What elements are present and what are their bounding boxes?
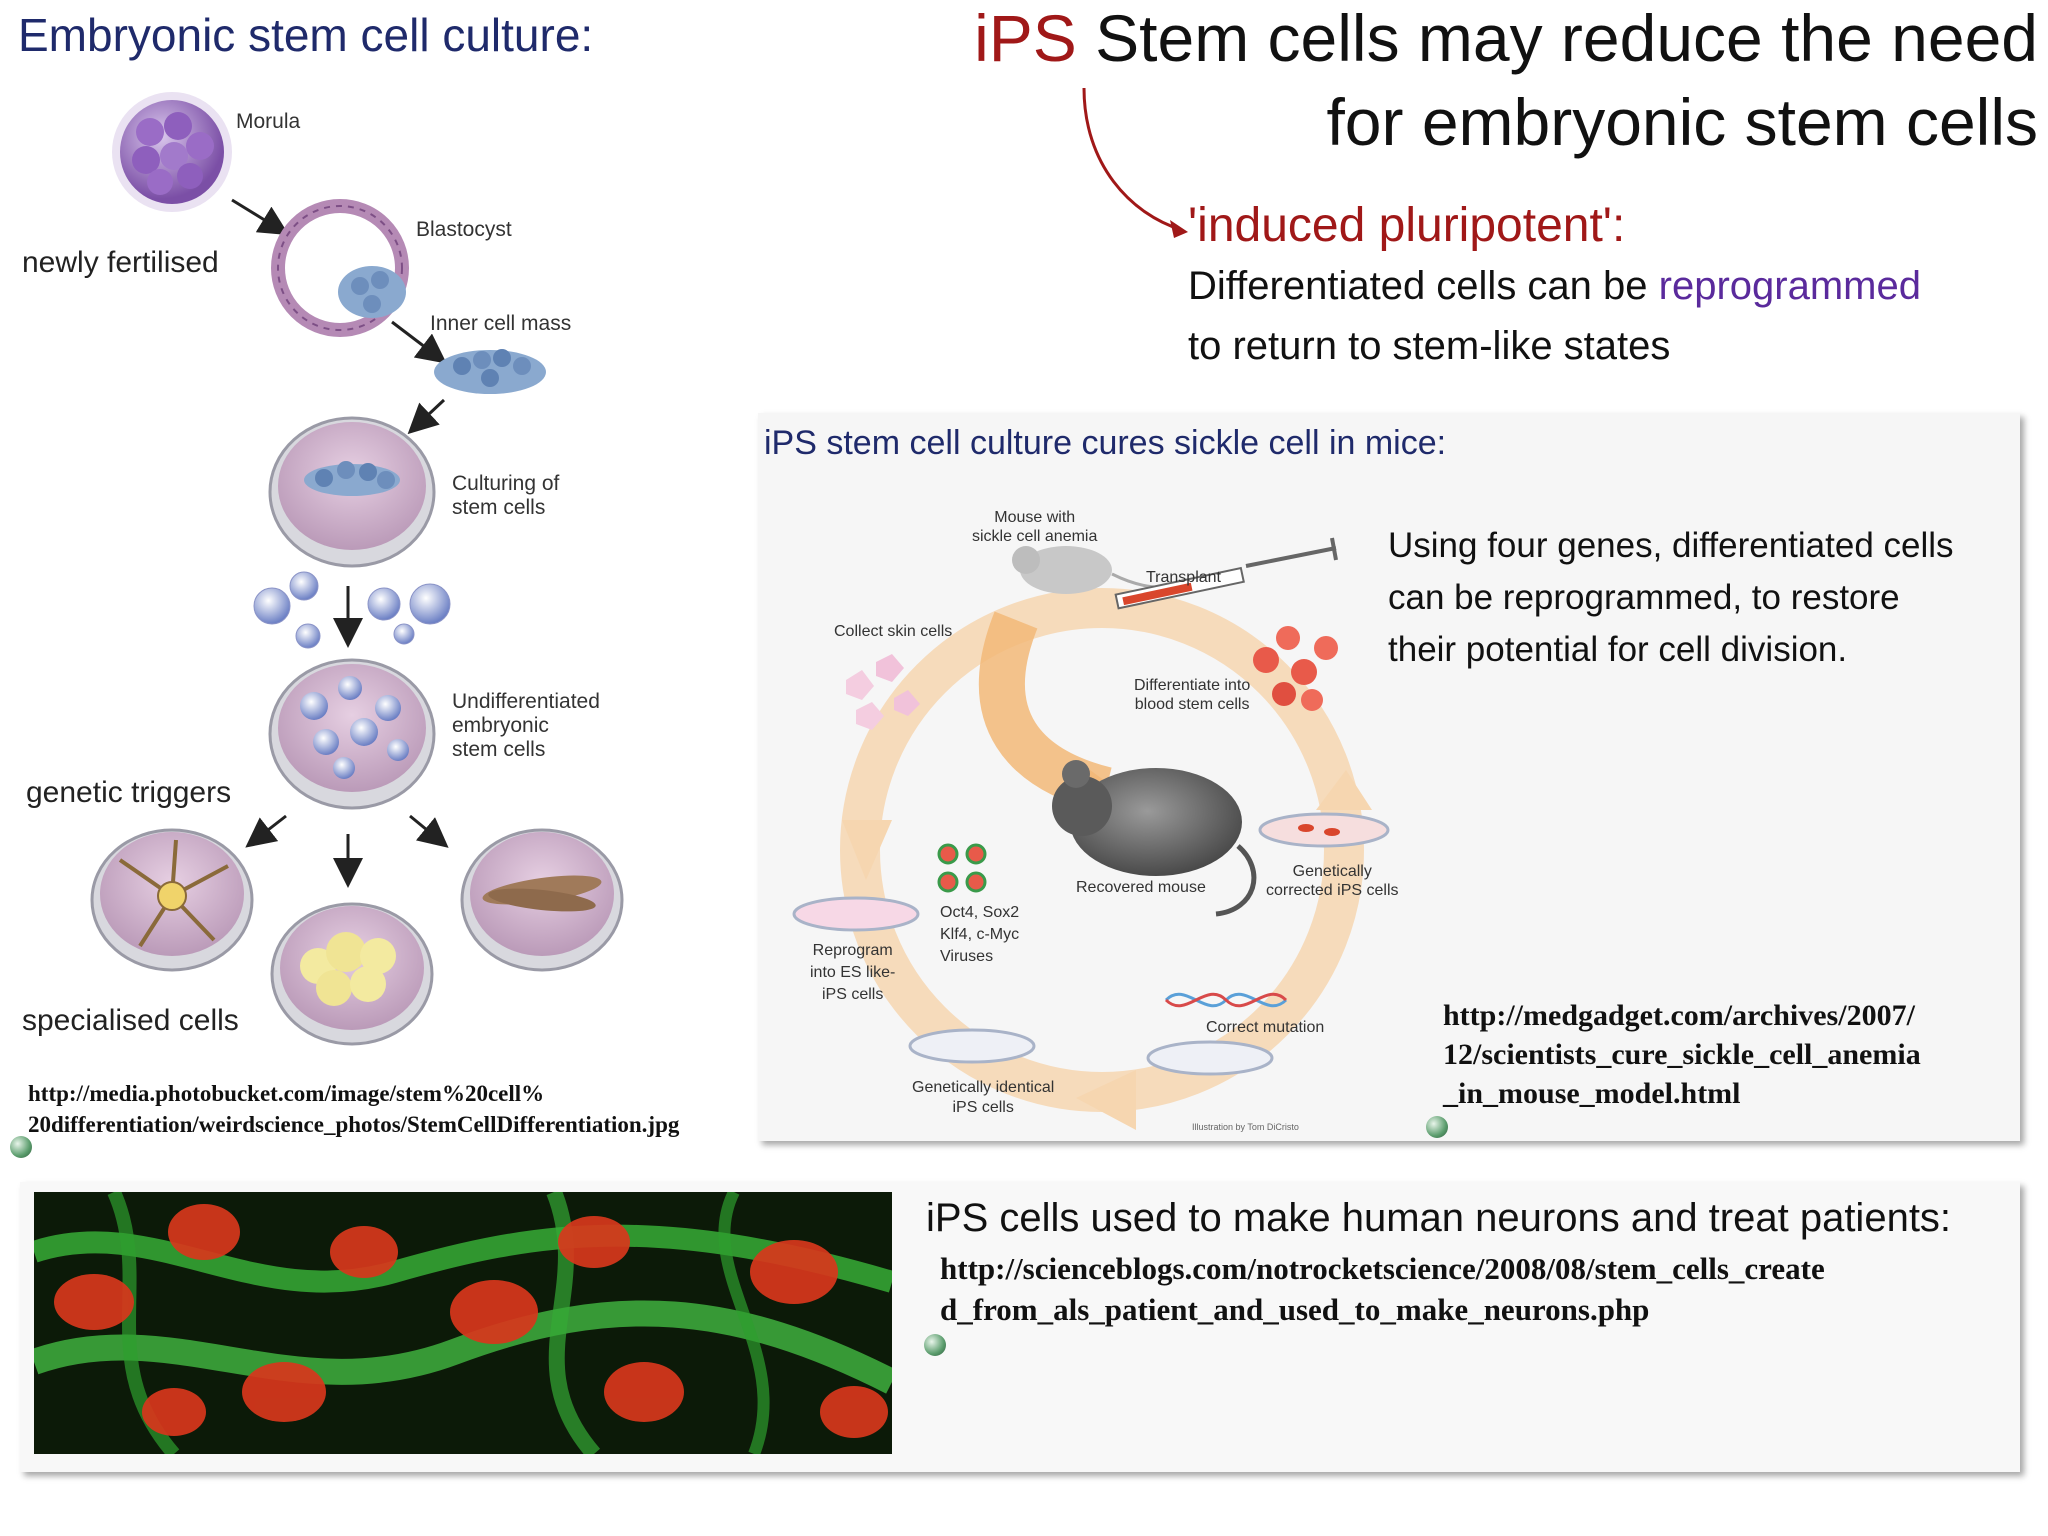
left-source-url[interactable]: http://media.photobucket.com/image/stem%… [28, 1078, 679, 1140]
morula-icon [112, 92, 232, 212]
title-ips: iPS [974, 1, 1077, 75]
differentiate-label: Differentiate into blood stem cells [1134, 676, 1250, 714]
sickle-cell-panel-title: iPS stem cell culture cures sickle cell … [764, 424, 1447, 462]
undifferentiated-label-line-1: Undifferentiated [452, 690, 600, 713]
neurons-panel-title: iPS cells used to make human neurons and… [926, 1196, 1952, 1240]
blood-stem-cells-icon [1253, 626, 1338, 711]
panel-text-line-1: Using four genes, differentiated cells [1388, 526, 1954, 565]
skin-cells-icon [846, 654, 920, 730]
definition-highlight: reprogrammed [1658, 264, 1921, 308]
stem-cell-differentiation-diagram [90, 92, 624, 1046]
definition-line-2: to return to stem-like states [1188, 324, 1671, 368]
free-stem-cells-icon [253, 571, 451, 649]
corrected-ips-label-line-1: Genetically [1292, 863, 1372, 880]
curved-arrow-icon [1082, 87, 1188, 238]
fat-cells-dish-icon [270, 902, 434, 1046]
medgadget-url-line-2[interactable]: 12/scientists_cure_sickle_cell_anemia [1443, 1038, 1921, 1071]
mutation-dish-icon [1146, 1040, 1274, 1076]
corrected-ips-label-line-2: corrected iPS cells [1266, 882, 1399, 899]
collect-skin-label: Collect skin cells [834, 623, 953, 640]
reprogram-label-line-3: iPS cells [822, 986, 884, 1003]
blastocyst-label: Blastocyst [416, 218, 512, 241]
corrected-ips-label: Genetically corrected iPS cells [1266, 862, 1399, 900]
sick-mouse-icon [1012, 546, 1187, 594]
panel-text-line-3: their potential for cell division. [1388, 630, 1848, 669]
medgadget-url-line-1[interactable]: http://medgadget.com/archives/2007/ [1443, 999, 1915, 1032]
definition-line-1-text: Differentiated cells can be [1188, 264, 1659, 308]
recovered-mouse-label: Recovered mouse [1076, 879, 1206, 896]
link-globe-icon[interactable] [924, 1334, 946, 1356]
genes-label-line-1: Oct4, Sox2 [940, 904, 1020, 921]
scienceblogs-url[interactable]: http://scienceblogs.com/notrocketscience… [940, 1248, 1825, 1330]
blastocyst-icon [271, 199, 409, 337]
genes-label-line-3: Viruses [940, 948, 994, 965]
identical-cells-label-line-1: Genetically identical [912, 1079, 1055, 1096]
culture-dish-icon [268, 416, 436, 568]
identical-cells-label-line-2: iPS cells [952, 1099, 1014, 1116]
sickle-cell-panel [758, 413, 2020, 1141]
neuron-dish-icon [90, 828, 254, 972]
medgadget-url[interactable]: http://medgadget.com/archives/2007/12/sc… [1443, 996, 1921, 1113]
reprogram-dish-icon [792, 896, 920, 932]
link-globe-icon[interactable] [10, 1136, 32, 1158]
genes-label-line-2: Klf4, c-Myc [940, 926, 1020, 943]
left-source-url-line-1[interactable]: http://media.photobucket.com/image/stem%… [28, 1081, 545, 1106]
neurons-micrograph [34, 1192, 892, 1454]
panel-text-line-2: can be reprogrammed, to restore [1388, 578, 1900, 617]
culturing-label-line-1: Culturing of [452, 472, 560, 495]
morula-label: Morula [236, 110, 301, 133]
specialised-cells-label: specialised cells [22, 1004, 239, 1037]
title-line-1: iPS Stem cells may reduce the need [974, 0, 2038, 76]
correct-mutation-label: Correct mutation [1206, 1019, 1325, 1036]
muscle-cells-dish-icon [460, 828, 624, 972]
inner-cell-mass-icon [434, 349, 546, 394]
title-line-2: for embryonic stem cells [1326, 85, 2038, 159]
differentiate-label-line-2: blood stem cells [1134, 696, 1250, 713]
mouse-sickle-label-line-1: Mouse with [994, 509, 1076, 526]
mouse-sickle-label: Mouse with sickle cell anemia [972, 508, 1097, 546]
reprogram-label: Reprogram into ES like-iPS cells [810, 940, 895, 1006]
title-rest: Stem cells may reduce the need [1076, 1, 2038, 75]
recovered-mouse-icon [1052, 760, 1257, 917]
definition-line-1: Differentiated cells can be reprogrammed [1188, 264, 1921, 309]
left-heading: Embryonic stem cell culture: [18, 9, 594, 61]
transplant-label: Transplant [1146, 569, 1221, 586]
culturing-label-line-2: stem cells [452, 496, 546, 519]
undifferentiated-label-line-2: embryonic [452, 714, 549, 737]
identical-cells-label: Genetically identical iPS cells [912, 1078, 1054, 1118]
genetic-triggers-label: genetic triggers [26, 776, 232, 809]
reprogram-label-line-2: into ES like- [810, 964, 896, 981]
mouse-sickle-label-line-2: sickle cell anemia [972, 528, 1098, 545]
inner-cell-mass-label: Inner cell mass [430, 312, 572, 335]
scienceblogs-url-line-2[interactable]: d_from_als_patient_and_used_to_make_neur… [940, 1292, 1650, 1327]
corrected-dish-icon [1258, 812, 1390, 848]
link-globe-icon[interactable] [1426, 1116, 1448, 1138]
illustration-credit: Illustration by Tom DiCristo [1192, 1122, 1299, 1132]
viruses-icon [937, 843, 987, 893]
differentiate-label-line-1: Differentiate into [1134, 677, 1251, 694]
undifferentiated-dish-icon [268, 658, 436, 810]
newly-fertilised-label: newly fertilised [22, 246, 219, 279]
syringe-icon [1114, 537, 1338, 610]
medgadget-url-line-3[interactable]: _in_mouse_model.html [1443, 1077, 1741, 1110]
reprogram-label-line-1: Reprogram [812, 942, 893, 959]
definition-term: 'induced pluripotent': [1188, 199, 1626, 252]
dna-icon [1164, 992, 1288, 1008]
left-source-url-line-2[interactable]: 20differentiation/weirdscience_photos/St… [28, 1112, 680, 1137]
identical-cells-dish-icon [908, 1028, 1036, 1064]
undifferentiated-label-line-3: stem cells [452, 738, 546, 761]
scienceblogs-url-line-1[interactable]: http://scienceblogs.com/notrocketscience… [940, 1251, 1825, 1286]
ips-cycle-diagram [792, 537, 1390, 1130]
